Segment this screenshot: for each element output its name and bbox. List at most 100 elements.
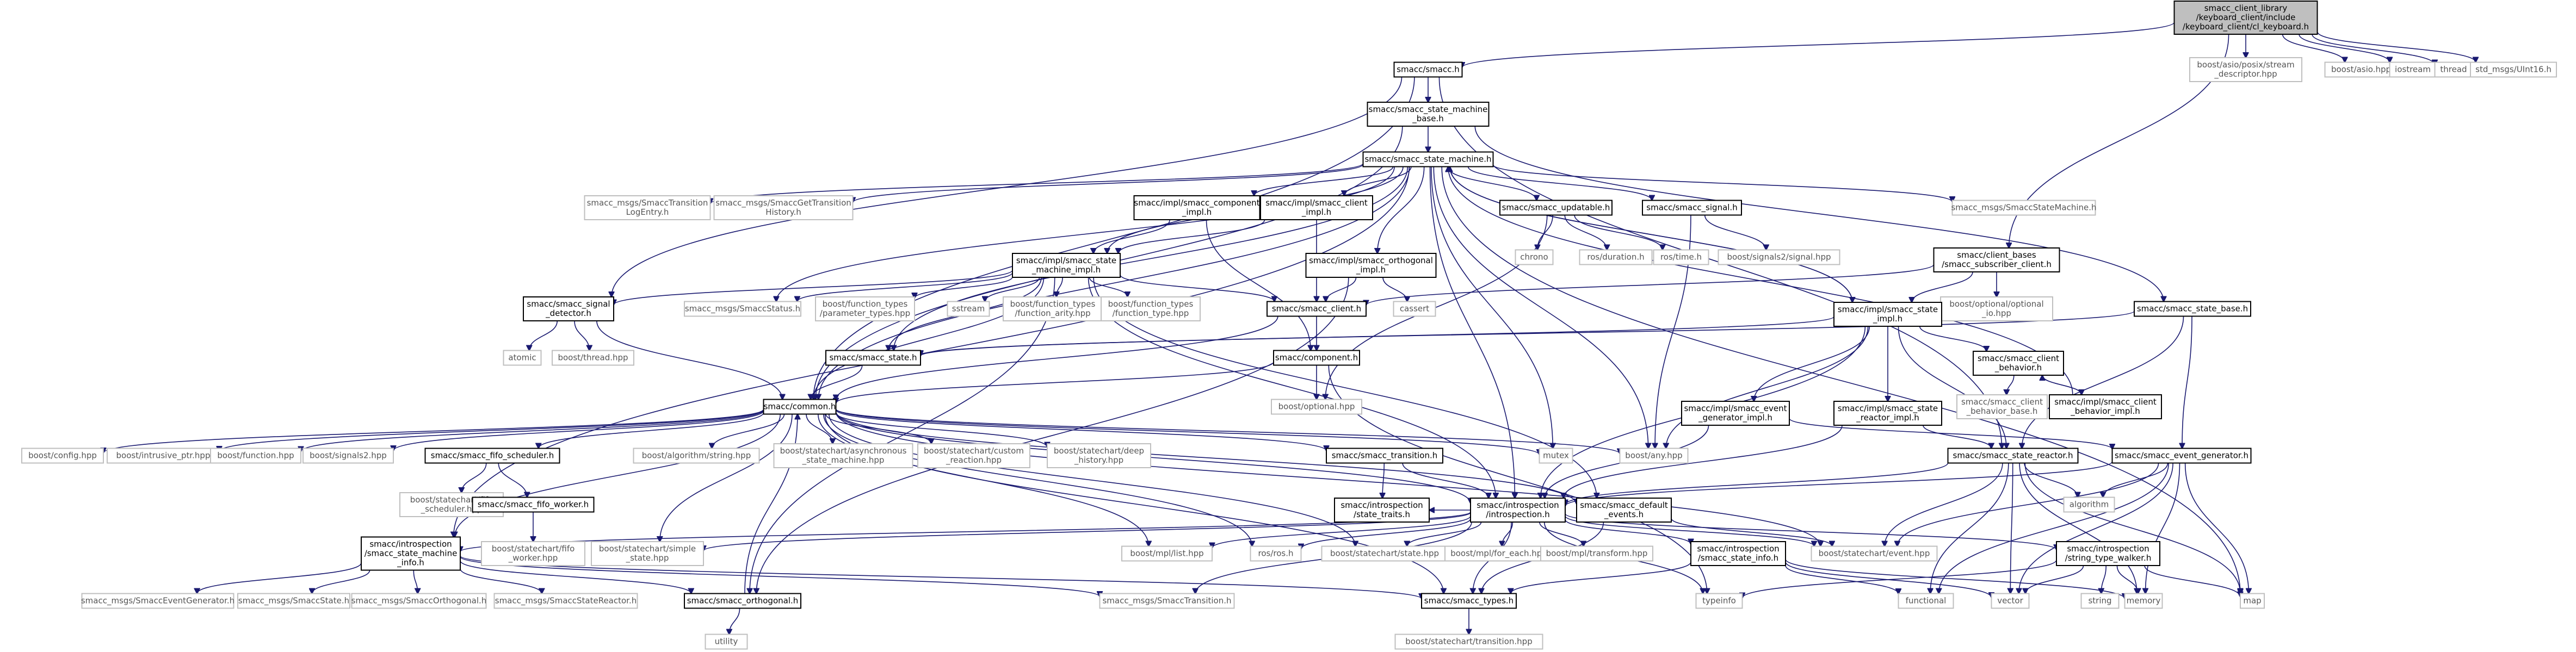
node-box (2240, 593, 2265, 609)
graph-node-common[interactable]: smacc/common.h (763, 399, 837, 415)
node-box (825, 350, 921, 366)
edge-updatable-to-ros-time (1574, 215, 1663, 250)
graph-node-event-gen-impl[interactable]: smacc/impl/smacc_event_generator_impl.h (1681, 401, 1790, 426)
node-label-line: thread (2440, 65, 2467, 74)
graph-node-state-reactor[interactable]: smacc/smacc_state_reactor.h (1947, 448, 2079, 464)
graph-node-state[interactable]: smacc/smacc_state.h (825, 350, 921, 366)
node-box (1047, 443, 1151, 468)
edge-sm-to-msg-sm (1492, 164, 1953, 202)
node-label-line: /keyboard_client/include (2196, 13, 2296, 23)
node-label-line: ros/time.h (1660, 252, 1702, 262)
graph-node-smacc-h[interactable]: smacc/smacc.h (1393, 61, 1463, 78)
edge-sm-to-map (1441, 166, 2240, 595)
graph-node-comp-impl[interactable]: smacc/impl/smacc_component_impl.h (1133, 195, 1261, 220)
node-box (2056, 541, 2160, 566)
node-label-line: smacc/impl/smacc_state (1016, 256, 1116, 266)
graph-node-introspection[interactable]: smacc/introspection/introspection.h (1470, 498, 1566, 523)
edge-client-behavior-impl-to-client-behavior (2042, 375, 2082, 395)
node-label-line: smacc/impl/smacc_event (1684, 403, 1787, 414)
graph-node-reactor-impl[interactable]: smacc/impl/smacc_state_reactor_impl.h (1833, 401, 1942, 426)
edge-signal-detector-to-bthread (574, 320, 589, 351)
graph-node-fifo-sched[interactable]: smacc/smacc_fifo_scheduler.h (424, 448, 560, 464)
node-label-line: /string_type_walker.h (2065, 553, 2152, 563)
edge-string-type-walker-to-string (2101, 565, 2106, 594)
node-box (1681, 401, 1790, 426)
node-box (1539, 448, 1573, 464)
graph-node-client-behavior-impl[interactable]: smacc/impl/smacc_client_behavior_impl.h (2049, 394, 2162, 419)
edge-state-base-to-state-reactor (2022, 316, 2184, 449)
node-box (2049, 394, 2162, 419)
node-label-line: /introspection.h (1486, 510, 1549, 519)
graph-node-custom-reaction: boost/statechart/custom_reaction.hpp (917, 443, 1030, 468)
graph-node-asio-posix: boost/asio/posix/stream_descriptor.hpp (2189, 57, 2302, 82)
node-label-line: map (2243, 596, 2261, 606)
edge-root-to-iostream (2299, 34, 2390, 63)
node-label-line: History.h (765, 207, 801, 217)
graph-node-bany: boost/any.hpp (1619, 448, 1689, 464)
node-box (1470, 498, 1566, 523)
graph-node-string-type-walker[interactable]: smacc/introspection/string_type_walker.h (2056, 541, 2160, 566)
graph-node-client-behavior[interactable]: smacc/smacc_client_behavior.h (1973, 351, 2064, 376)
edge-state-reactor-to-map (2024, 463, 2240, 594)
node-box (1099, 593, 1235, 609)
edge-event-gen-impl-to-event-generator (1789, 418, 2112, 449)
node-box (1267, 301, 1367, 317)
edge-sm-impl-to-orthogonal (750, 277, 1055, 594)
node-box (1273, 350, 1360, 366)
node-label-line: boost/function_types (1108, 299, 1194, 309)
graph-node-client-impl[interactable]: smacc/impl/smacc_client_impl.h (1260, 195, 1373, 220)
node-label-line: smacc/smacc_default (1580, 500, 1668, 511)
graph-node-sm-impl[interactable]: smacc/impl/smacc_state_machine_impl.h (1012, 253, 1121, 278)
graph-node-updatable[interactable]: smacc/smacc_updatable.h (1499, 200, 1613, 216)
node-box (424, 448, 560, 464)
graph-node-event-generator[interactable]: smacc/smacc_event_generator.h (2111, 448, 2252, 464)
graph-node-sm-info[interactable]: smacc/introspection/smacc_state_machine_… (361, 536, 461, 571)
graph-node-types[interactable]: smacc/smacc_types.h (1421, 593, 1517, 609)
node-label-line: boost/signals2/signal.hpp (1727, 252, 1831, 262)
graph-node-component[interactable]: smacc/component.h (1273, 350, 1360, 366)
graph-node-signal[interactable]: smacc/smacc_signal.h (1642, 200, 1742, 216)
edge-string-type-walker-to-vector (2025, 565, 2084, 594)
graph-node-fifo-worker[interactable]: smacc/smacc_fifo_worker.h (472, 496, 595, 513)
graph-node-default-events[interactable]: smacc/smacc_default_events.h (1576, 498, 1672, 523)
graph-node-mutex: mutex (1539, 448, 1573, 464)
graph-node-client[interactable]: smacc/smacc_client.h (1267, 301, 1367, 317)
node-label-line: _impl.h (1182, 207, 1212, 218)
node-label-line: iostream (2395, 65, 2431, 74)
node-box (1973, 351, 2064, 376)
graph-node-state-traits[interactable]: smacc/introspection/state_traits.h (1334, 498, 1430, 523)
edge-sm-info-to-orthogonal (460, 560, 691, 594)
node-label-line: boost/optional.hpp (1278, 402, 1355, 412)
graph-node-sm[interactable]: smacc/smacc_state_machine.h (1362, 151, 1494, 167)
graph-node-sm-base[interactable]: smacc/smacc_state_machine_base.h (1367, 102, 1490, 127)
node-label-line: smacc_msgs/SmaccTransition.h (1102, 596, 1231, 606)
edge-common-to-function (301, 409, 764, 452)
edge-transition-h-to-state-traits (1382, 463, 1384, 499)
graph-node-state-info[interactable]: smacc/introspection/smacc_state_info.h (1690, 541, 1786, 566)
graph-node-deep-history: boost/statechart/deep_history.hpp (1047, 443, 1151, 468)
graph-node-ft-type: boost/function_types/function_type.hpp (1101, 296, 1201, 321)
graph-node-asio: boost/asio.hpp (2324, 61, 2398, 78)
edge-common-to-transition-h (835, 409, 1327, 451)
graph-node-orth-impl[interactable]: smacc/impl/smacc_orthogonal_impl.h (1305, 253, 1437, 278)
graph-node-msg-sm: smacc_msgs/SmaccStateMachine.h (1951, 200, 2097, 216)
edge-state-info-to-memory (1785, 558, 2125, 599)
graph-node-state-impl[interactable]: smacc/impl/smacc_state_impl.h (1833, 302, 1942, 327)
graph-node-state-base[interactable]: smacc/smacc_state_base.h (2134, 301, 2251, 317)
graph-node-subscriber-client[interactable]: smacc/client_bases/smacc_subscriber_clie… (1933, 247, 2060, 272)
graph-node-signal-detector[interactable]: smacc/smacc_signal_detector.h (523, 296, 614, 321)
node-label-line: smacc/impl/smacc_orthogonal (1309, 256, 1433, 266)
edge-event-generator-to-sc-event (1897, 463, 2159, 547)
node-label-line: smacc/smacc_types.h (1424, 596, 1514, 606)
graph-node-orthogonal[interactable]: smacc/smacc_orthogonal.h (684, 593, 801, 609)
node-label-line: /function_arity.hpp (1015, 308, 1090, 319)
node-box (1642, 200, 1742, 216)
graph-node-algorithm: algorithm (2063, 496, 2115, 513)
graph-node-transition-h[interactable]: smacc/smacc_transition.h (1326, 448, 1443, 464)
graph-node-mpl-foreach: boost/mpl/for_each.hpp (1444, 545, 1553, 562)
edge-root-to-asio (2282, 34, 2345, 63)
node-box (815, 296, 915, 321)
edge-common-to-algo-string (712, 414, 785, 449)
graph-node-thread: thread (2434, 61, 2473, 78)
